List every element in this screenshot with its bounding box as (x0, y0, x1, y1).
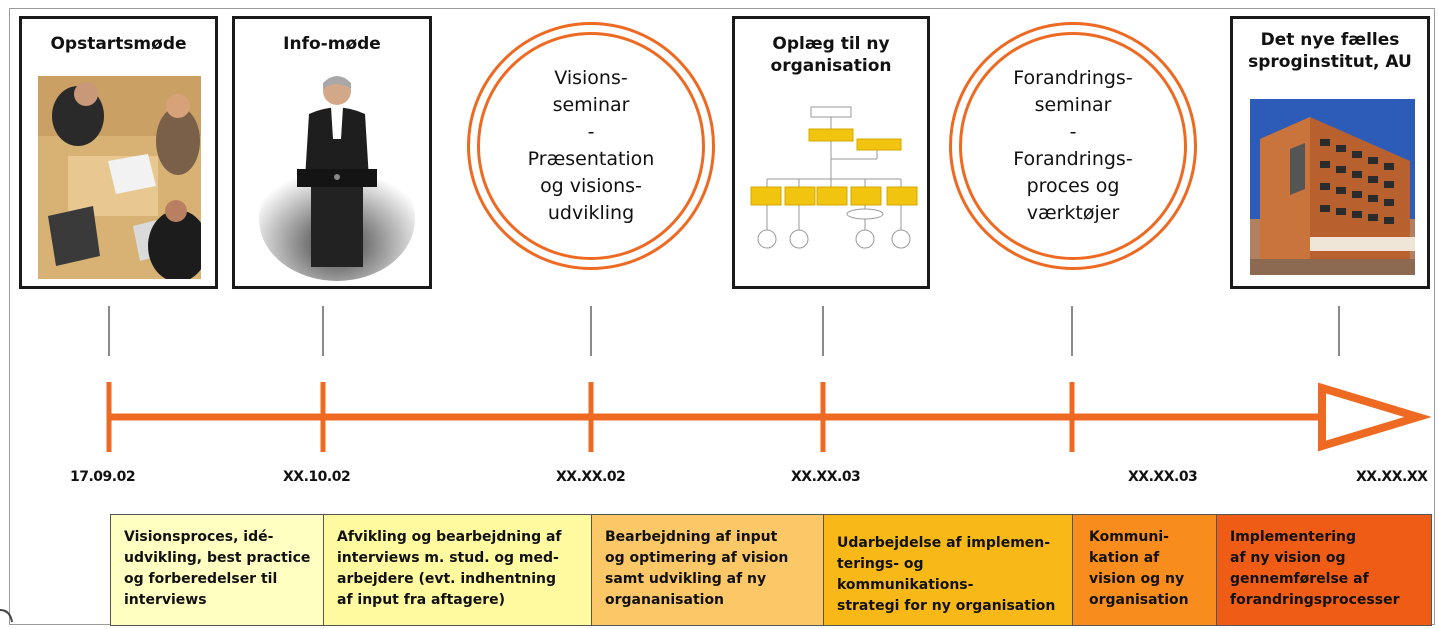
date-label: XX.XX.03 (1128, 469, 1198, 485)
phase-box: Kommuni- kation af vision og ny organisa… (1072, 514, 1217, 626)
phase-box: Bearbejdning af input og optimering af v… (591, 514, 824, 626)
milestone-card-sproginstitut: Det nye fælles sproginstitut, AU (1230, 16, 1430, 289)
milestone-title: Oplæg til ny organisation (770, 34, 892, 76)
milestone-title: Opstartsmøde (50, 34, 187, 54)
connector-line (590, 306, 592, 356)
speaker-photo-icon (257, 69, 415, 281)
circle-inner-ring (477, 32, 705, 260)
milestone-circle-forandringsseminar: Forandrings- seminar - Forandrings- proc… (949, 22, 1197, 270)
milestone-card-oplaeg: Oplæg til ny organisation (732, 16, 930, 289)
date-label: XX.10.02 (283, 469, 351, 485)
date-label: XX.XX.XX (1356, 469, 1428, 485)
milestone-title: Forandrings- seminar - Forandrings- proc… (1013, 67, 1133, 224)
timeline-arrow (106, 382, 1432, 452)
milestone-card-opstartsmoede: Opstartsmøde (19, 16, 218, 289)
date-label: 17.09.02 (70, 469, 136, 485)
milestone-card-info-moede: Info-møde (232, 16, 432, 289)
connector-line (1338, 306, 1340, 356)
milestone-circle-visionsseminar: Visions- seminar - Præsentation og visio… (467, 22, 715, 270)
milestone-title: Visions- seminar - Præsentation og visio… (527, 67, 655, 224)
building-photo-icon (1250, 99, 1415, 275)
milestone-title: Info-møde (283, 34, 381, 54)
phase-box: Implementering af ny vision og gennemfør… (1216, 514, 1432, 626)
corner-mark-icon (0, 609, 13, 623)
meeting-photo-icon (38, 76, 201, 279)
connector-line (1071, 306, 1073, 356)
circle-inner-ring (959, 32, 1187, 260)
phase-box: Afvikling og bearbejdning af interviews … (323, 514, 592, 626)
date-label: XX.XX.03 (791, 469, 861, 485)
phase-box: Udarbejdelse af implemen- terings- og ko… (823, 514, 1073, 626)
connector-line (108, 306, 110, 356)
phase-box: Visionsproces, idé- udvikling, best prac… (110, 514, 324, 626)
connector-line (822, 306, 824, 356)
connector-line (322, 306, 324, 356)
org-chart-icon (747, 99, 921, 269)
milestone-title: Det nye fælles sproginstitut, AU (1248, 30, 1412, 72)
date-label: XX.XX.02 (556, 469, 626, 485)
